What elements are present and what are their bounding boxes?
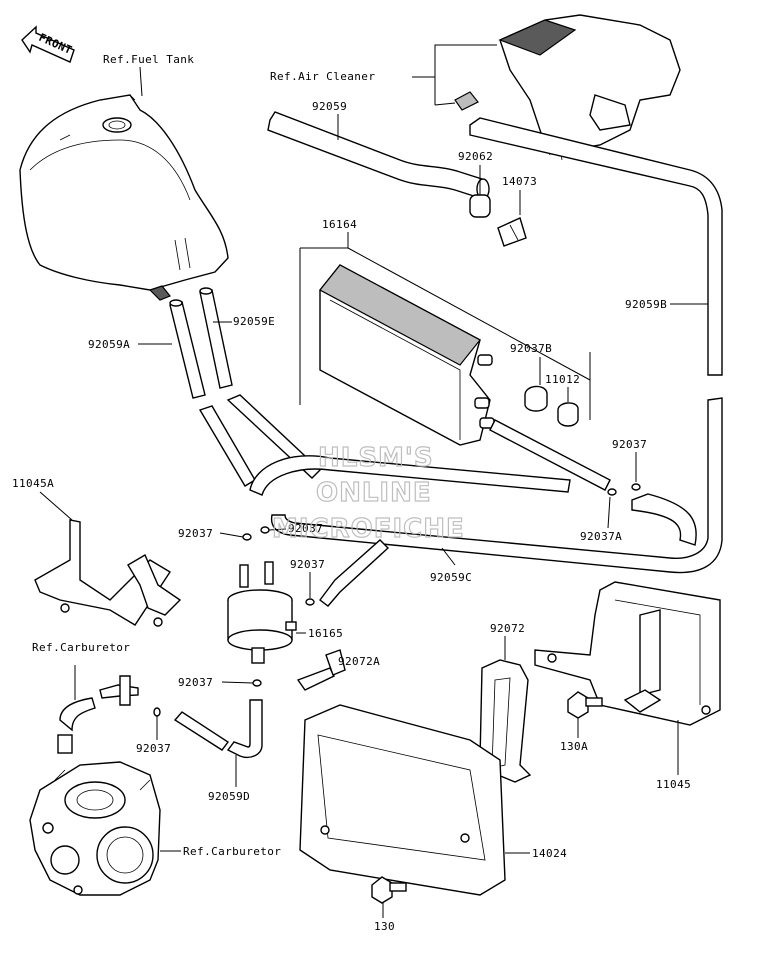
label-92037-l3: 92037 [290, 558, 325, 571]
label-92037-right: 92037 [612, 438, 647, 451]
watermark-line-3: MICROFICHE [272, 514, 465, 544]
bolt-130: 130 [371, 876, 407, 933]
label-92059E: 92059E [233, 315, 275, 328]
hose-92059B: 92059B [270, 117, 723, 574]
clamp-92037B: 92037B [510, 342, 552, 412]
label-92037-l5: 92037 [136, 742, 171, 755]
hose-92059A: 92059A [88, 299, 256, 487]
label-92037A: 92037A [580, 530, 622, 543]
label-92072A: 92072A [338, 655, 380, 668]
bracket-14073: 14073 [497, 175, 537, 247]
carburetor-drawing: Ref.Carburetor [29, 761, 281, 896]
hose-92037A-line: 92037 92037A [249, 419, 697, 546]
filter-16165: 16165 [227, 539, 390, 664]
label-92062: 92062 [458, 150, 493, 163]
label-14024: 14024 [532, 847, 567, 860]
clamp-92072A: 92072A [296, 649, 380, 691]
label-92059C: 92059C [430, 571, 472, 584]
label-14073: 14073 [502, 175, 537, 188]
hose-92059: 92059 [267, 100, 490, 200]
air-cleaner-drawing: Ref.Air Cleaner [270, 14, 681, 161]
ref-carburetor-bottom-label: Ref.Carburetor [183, 845, 281, 858]
label-16165: 16165 [308, 627, 343, 640]
ref-air-cleaner-label: Ref.Air Cleaner [270, 70, 375, 83]
label-11045A: 11045A [12, 477, 54, 490]
cover-14024: 14024 [299, 704, 567, 896]
connector-92062: 92062 [458, 150, 493, 218]
bolt-130A: 130A [560, 691, 603, 753]
clamps-92037-filter: 92037 92037 92037 [178, 522, 325, 606]
label-92059B: 92059B [625, 298, 667, 311]
label-92059A: 92059A [88, 338, 130, 351]
label-130A: 130A [560, 740, 588, 753]
ref-fuel-tank-label: Ref.Fuel Tank [103, 53, 194, 66]
label-92059: 92059 [312, 100, 347, 113]
watermark-line-1: HLSM'S [318, 443, 434, 473]
label-16164: 16164 [322, 218, 357, 231]
label-92072: 92072 [490, 622, 525, 635]
cap-11012: 11012 [545, 373, 580, 427]
label-92037-l1: 92037 [178, 527, 213, 540]
label-11012: 11012 [545, 373, 580, 386]
ref-carburetor-top-label: Ref.Carburetor [32, 641, 130, 654]
canister-16164: 16164 [299, 218, 591, 446]
carburetor-fittings: Ref.Carburetor 92037 [32, 641, 171, 755]
label-130: 130 [374, 920, 395, 933]
watermark: HLSM'S ONLINE MICROFICHE [271, 442, 465, 544]
label-92037-l4: 92037 [178, 676, 213, 689]
bracket-11045: 11045 [534, 581, 721, 791]
bracket-11045A: 11045A [12, 477, 182, 627]
watermark-line-2: ONLINE [316, 478, 432, 508]
front-arrow-icon: FRONT [21, 25, 75, 63]
fuel-tank-drawing: Ref.Fuel Tank [19, 53, 229, 301]
label-92059D: 92059D [208, 790, 250, 803]
hose-92059E: 92059E [199, 287, 322, 479]
hose-92059D: 92037 92059D [173, 676, 263, 803]
label-92037-l2: 92037 [288, 522, 323, 535]
label-92037B: 92037B [510, 342, 552, 355]
label-11045: 11045 [656, 778, 691, 791]
